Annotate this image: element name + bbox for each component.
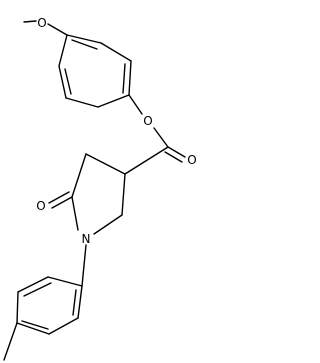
pyrrolidinone-ring <box>48 153 126 235</box>
ester-c-o-double-bond-a <box>167 146 186 158</box>
aryl1-bond-3 <box>65 97 99 108</box>
tolyl-group <box>3 244 87 361</box>
ester-oxygen-label: O <box>143 114 152 128</box>
lactam-c-o-double-bond-a <box>51 196 73 209</box>
aryl2-bond-6 <box>77 285 83 319</box>
aryl1-inner-bond-2 <box>122 63 126 94</box>
ring-c2-to-c3-bond <box>121 173 126 216</box>
ester-c-to-ring-bond <box>124 146 169 175</box>
molecule-structure-diagram: O O O O N <box>3 16 197 361</box>
ring-c4-to-c5-bond <box>71 153 87 198</box>
methoxy-o-to-ring-bond <box>47 23 68 36</box>
ester-o-to-carbonyl-bond <box>153 127 169 148</box>
aryl1-bond-5 <box>128 60 132 96</box>
aryl2-bond-4 <box>16 322 50 335</box>
aryl2-bond-2 <box>17 276 49 293</box>
aryl1-inner-bond-3 <box>71 39 98 50</box>
aryl1-bond-2 <box>58 65 67 99</box>
ring-c5-to-n-bond <box>71 196 79 231</box>
ring-nitrogen-label: N <box>82 232 91 246</box>
aryl1-bond-4 <box>97 94 130 108</box>
n-to-aryl-bond <box>81 244 87 287</box>
aryl1-inner-bond-1 <box>64 68 72 95</box>
aryl2-inner-bond-2 <box>21 320 49 330</box>
ester-linkage <box>124 94 186 175</box>
methoxyphenyl-group <box>23 20 132 108</box>
ester-carbonyl-oxygen-label: O <box>187 153 196 167</box>
aryl2-inner-bond-3 <box>72 289 77 316</box>
ester-c-o-double-bond-b <box>164 151 183 163</box>
ring-n-to-c2-bond <box>93 214 123 235</box>
aryl2-bond-5 <box>48 317 79 335</box>
aryl1-bond-1 <box>58 34 68 67</box>
aryl2-bond-1 <box>47 276 83 287</box>
methoxy-oxygen-label: O <box>37 16 46 30</box>
aryl-to-methyl-bond <box>3 322 18 361</box>
lactam-carbonyl-oxygen-label: O <box>36 199 45 213</box>
aryl-to-ester-o-bond <box>128 94 143 115</box>
aryl2-inner-bond-1 <box>23 282 52 297</box>
methyl-to-o-bond <box>23 20 37 23</box>
aryl1-bond-6 <box>100 42 132 62</box>
aryl1-bond-7 <box>66 34 102 44</box>
ring-c3-to-c4-bond <box>85 153 126 175</box>
aryl2-bond-3 <box>16 291 19 324</box>
lactam-c-o-double-bond-b <box>48 191 70 204</box>
